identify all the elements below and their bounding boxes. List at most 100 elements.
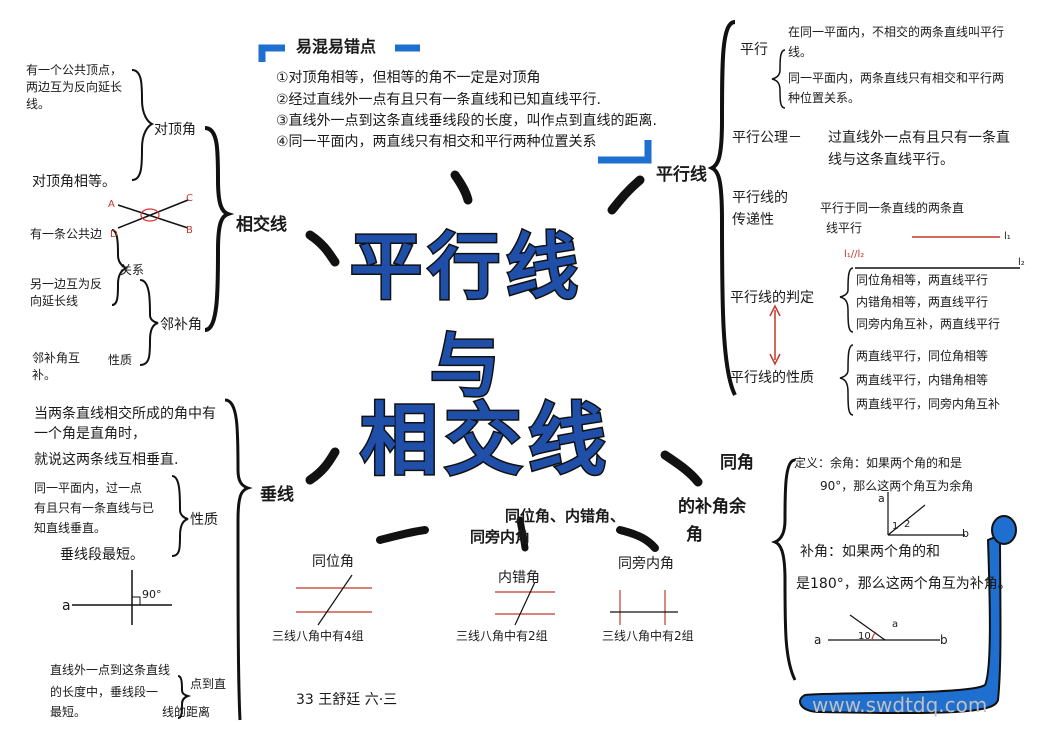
brace-tongjiao (770, 458, 797, 681)
topbox-heading: 易混易错点 (296, 37, 377, 56)
branch-tongjiao-1: 同角 (720, 453, 754, 473)
gongli-label: 平行公理－ (732, 130, 802, 146)
yujiao-2: 90°，那么这两个角互为余角 (820, 479, 974, 493)
duiding-eq: 对顶角相等。 (32, 174, 116, 190)
topbox-frame-bottom (598, 140, 652, 164)
connector-right-top (607, 175, 645, 215)
duiding-label: 对顶角 (154, 122, 196, 138)
nc-transversal (514, 581, 536, 626)
dist-b-2: 线的距离 (162, 705, 211, 719)
panding-3: 同旁内角互补，两直线平行 (856, 317, 1001, 331)
brace-chuixian-prop (171, 475, 189, 557)
tongpang-label: 同旁内角 (618, 556, 674, 572)
xingzhi-2: 两直线平行，内错角相等 (856, 373, 989, 387)
branch-chuixian: 垂线 (260, 485, 294, 505)
connector-left-top (305, 230, 340, 267)
pingxing-b-2: 种位置关系。 (788, 91, 861, 105)
chuixian-shortest: 垂线段最短。 (60, 547, 144, 563)
perp-right-angle (132, 596, 141, 605)
gongli-2: 线与这条直线平行。 (828, 152, 954, 168)
pingxing-b-1: 同一平面内，两条直线只有相交和平行两 (788, 71, 1005, 85)
topbox-item-2: ②经过直线外一点有且只有一条直线和已知直线平行. (276, 92, 601, 108)
chuandi-1: 平行于同一条直线的两条直 (820, 201, 965, 215)
linbu-label: 邻补角 (160, 317, 202, 333)
brace-duiding (131, 69, 155, 181)
branch-tongjiao-3: 角 (686, 525, 703, 545)
gongli-1: 过直线外一点有且只有一条直 (828, 130, 1010, 146)
bujiao-line-ray (849, 614, 886, 641)
title-line-2: 与 (429, 324, 506, 409)
linbu-a: 有一条公共边 (30, 227, 103, 241)
diag-line-dc (117, 199, 189, 229)
chuixian-prop-label: 性质 (190, 512, 218, 528)
chuandi-label-1: 平行线的 (732, 190, 788, 206)
connector-left-bottom (305, 447, 340, 485)
panding-2: 内错角相等，两直线平行 (856, 295, 989, 309)
yujiao-line-mid (887, 504, 926, 536)
linbu-b: 另一边互为反向延长线 (30, 277, 103, 308)
yujiao-label-1: 1 (892, 521, 899, 532)
dist-b-1: 点到直 (190, 677, 227, 691)
diag-letter-a: A (108, 199, 115, 210)
decor-blue-j (799, 533, 1002, 715)
bujiao-label-b: b (940, 633, 948, 647)
title-line-3: 相交线 (358, 395, 613, 488)
brace-dist (177, 675, 192, 719)
tongwei-note: 三线八角中有4组 (272, 629, 364, 643)
neicuo-label: 内错角 (498, 570, 540, 586)
title-line-1: 平行线 (348, 224, 585, 311)
panding-1: 同位角相等，两直线平行 (856, 273, 989, 287)
bujiao-label-10: 10 (858, 631, 871, 642)
duiding-def: 有一个公共顶点，两边互为反向延长线。 (26, 63, 123, 111)
watermark: www.swdtdq.com (812, 693, 988, 717)
brace-linbu (111, 229, 129, 306)
brace-xiangjiao (204, 126, 235, 332)
bujiao-label-a: a (814, 633, 822, 647)
yujiao-label-a: a (878, 492, 885, 505)
brace-panding (839, 267, 854, 333)
brace-pingxing-def (771, 49, 786, 109)
connector-top (450, 170, 473, 205)
dist-a-1: 直线外一点到这条直线 (50, 663, 171, 677)
xingzhi-label: 平行线的性质 (730, 370, 814, 386)
dist-a-2: 的长度中，垂线段一 (50, 685, 159, 699)
diag-angle-mark (140, 208, 160, 222)
topbox-frame-left (258, 44, 285, 62)
xingzhi-3: 两直线平行，同旁内角互补 (856, 397, 1001, 411)
arrow-head-up (769, 304, 781, 317)
chuixian-prop-2: 有且只有一条直线与已 (34, 501, 155, 515)
l2-label: l₂ (1018, 257, 1025, 268)
tongpang-note: 三线八角中有2组 (602, 629, 694, 643)
yujiao-label-b: b (962, 527, 969, 540)
branch-sanxian-1: 同位角、内错角、 (505, 507, 626, 525)
bujiao-1: 补角：如果两个角的和 (800, 544, 940, 560)
branch-tongjiao-2: 的补角余 (678, 497, 746, 517)
perp-90-label: 90° (142, 588, 162, 601)
xingzhi-1: 两直线平行，同位角相等 (856, 349, 989, 363)
yujiao-label-2: 2 (904, 519, 911, 530)
tongwei-label: 同位角 (312, 554, 354, 570)
diag-line-ab (117, 204, 189, 229)
connector-bottom-mid (516, 516, 529, 552)
diag-letter-b: B (186, 225, 193, 236)
topbox-item-3: ③直线外一点到这条直线垂线段的长度，叫作点到直线的距离. (276, 113, 657, 129)
chuixian-def-2: 就说这两条线互相垂直. (34, 452, 179, 468)
chuixian-prop-1: 同一平面内，过一点 (34, 481, 143, 495)
brace-chuixian (224, 398, 253, 721)
linbu-guanxi: 关系 (120, 263, 145, 277)
diag-letter-c: C (186, 193, 193, 204)
brace-linbu-2 (139, 279, 159, 366)
connector-bottom (376, 526, 429, 544)
linbu-prop: 邻补角互补。 (32, 351, 81, 382)
signature: 33 王舒廷 六·三 (296, 692, 398, 708)
linbu-xingzhi: 性质 (108, 353, 133, 367)
tw-transversal (317, 574, 353, 626)
pingxing-a-2: 线。 (788, 45, 813, 59)
decor-blue-dot (991, 515, 1017, 545)
chuandi-label-2: 传递性 (732, 212, 774, 228)
branch-pingxingxian: 平行线 (656, 165, 707, 185)
arrow-head-down (769, 353, 781, 366)
topbox-item-4: ④同一平面内，两直线只有相交和平行两种位置关系 (276, 134, 597, 150)
brace-pingxing (707, 20, 737, 396)
